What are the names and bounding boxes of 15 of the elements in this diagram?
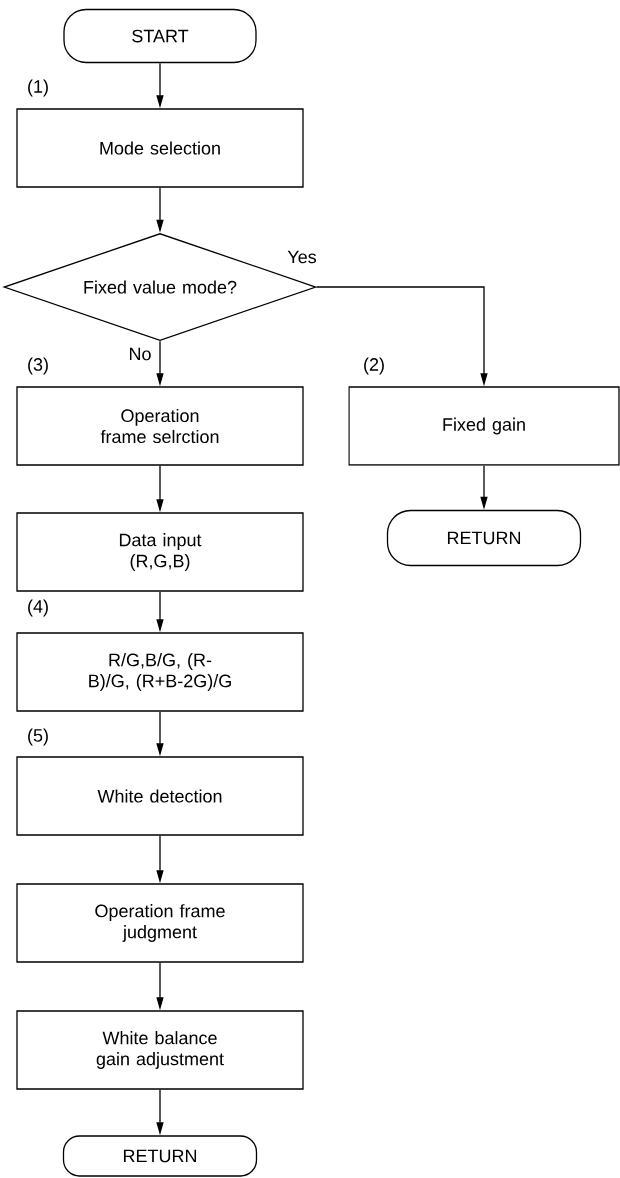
step-number: (3)	[28, 357, 48, 375]
edge-label: Yes	[286, 249, 318, 265]
step-number: (2)	[364, 357, 384, 375]
edge-label: No	[127, 346, 153, 362]
process-box: R/G,B/G, (R-B)/G, (R+B-2G)/G	[16, 632, 304, 712]
step-number: (1)	[28, 79, 48, 97]
process-box: White detection	[16, 756, 304, 836]
step-number: (4)	[28, 599, 48, 617]
process-box: Mode selection	[16, 108, 304, 188]
process-box: Operation frame judgment	[16, 883, 304, 963]
process-box: Operation frame selrction	[16, 386, 304, 466]
process-box: Fixed gain	[348, 386, 620, 466]
step-number: (5)	[28, 728, 48, 746]
process-box: Data input (R,G,B)	[16, 512, 304, 592]
process-box: White balance gain adjustment	[16, 1010, 304, 1090]
